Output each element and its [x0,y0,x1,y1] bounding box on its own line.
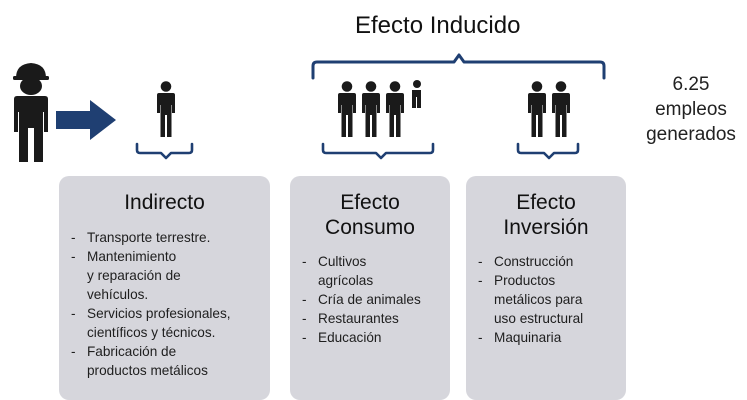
indirect-bracket [135,142,194,160]
consumption-items-list: Cultivos agrícolas Cría de animales Rest… [300,252,444,347]
diagram-title: Efecto Inducido [355,12,521,39]
investment-items-list: Construcción Productos metálicos para us… [476,252,620,347]
list-item: Fabricación de productos metálicos [69,342,264,380]
person-icon [157,81,175,137]
list-item: Restaurantes [300,309,444,328]
investment-box-title-line1: Efecto [516,191,576,214]
list-item: Productos metálicos para uso estructural [476,271,620,328]
investment-people-icon [528,81,570,137]
list-item: Mantenimiento y reparación de vehículos. [69,247,264,304]
indirect-box-title: Indirecto [124,191,205,214]
arrow-right-icon [56,100,116,140]
person-icon [362,81,380,137]
indirect-items-list: Transporte terrestre. Mantenimiento y re… [69,228,264,380]
indirect-effect-box: Indirecto Transporte terrestre. Mantenim… [59,176,270,400]
investment-bracket [516,142,580,160]
list-item: Educación [300,328,444,347]
person-icon [338,81,356,137]
consumption-bracket [321,142,435,160]
consumption-box-title-line1: Efecto [340,191,400,214]
list-item: Cría de animales [300,290,444,309]
consumption-people-icon [338,80,421,137]
person-icon [552,81,570,137]
jobs-generated-summary: 6.25 empleos generados [638,72,744,147]
list-item: Maquinaria [476,328,620,347]
worker-with-hardhat-icon [13,63,49,162]
consumption-effect-box: Efecto Consumo Cultivos agrícolas Cría d… [290,176,450,400]
jobs-value: 6.25 [672,74,710,95]
jobs-label-line1: empleos [655,99,727,120]
induced-effect-bracket [311,53,606,80]
investment-effect-box: Efecto Inversión Construcción Productos … [466,176,626,400]
list-item: Construcción [476,252,620,271]
jobs-label-line2: generados [646,124,736,145]
person-icon [386,81,404,137]
list-item: Cultivos agrícolas [300,252,444,290]
investment-box-title-line2: Inversión [503,216,589,239]
consumption-box-title-line2: Consumo [325,216,415,239]
list-item: Servicios profesionales, científicos y t… [69,304,264,342]
person-icon [528,81,546,137]
list-item: Transporte terrestre. [69,228,264,247]
